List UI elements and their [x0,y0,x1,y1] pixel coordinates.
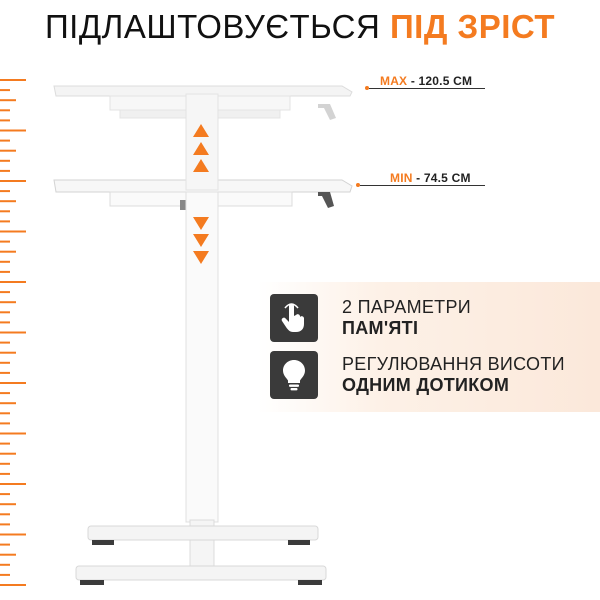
arrow-down-icon [193,251,209,264]
height-ruler [0,79,26,586]
min-height-label: MIN - 74.5 CM [390,171,471,185]
max-underline [369,88,485,89]
min-pointer-dot [356,183,360,187]
arrow-down-icon [193,234,209,247]
min-tag: MIN [390,171,413,185]
feature-memory: 2 ПАРАМЕТРИ ПАМ'ЯТІ [270,294,471,342]
hand-pointer-icon [270,294,318,342]
arrow-up-icon [193,142,209,155]
max-pointer-dot [365,86,369,90]
title-prefix: ПІДЛАШТОВУЄТЬСЯ [44,8,381,45]
max-tag: MAX [380,74,408,88]
arrow-up-icon [193,124,209,137]
feature-one-touch: РЕГУЛЮВАННЯ ВИСОТИ ОДНИМ ДОТИКОМ [270,351,565,399]
desk-feet [75,525,327,585]
max-value: - 120.5 CM [410,74,473,88]
page-title: ПІДЛАШТОВУЄТЬСЯ ПІД ЗРІСТ [0,8,600,46]
feature-memory-line2: ПАМ'ЯТІ [342,318,419,338]
min-underline [360,185,485,186]
feature-one-touch-line2: ОДНИМ ДОТИКОМ [342,375,510,395]
max-height-label: MAX - 120.5 CM [380,74,472,88]
min-value: - 74.5 CM [416,171,471,185]
feature-memory-line1: 2 ПАРАМЕТРИ [342,297,472,317]
title-accent: ПІД ЗРІСТ [389,8,556,45]
arrow-up-icon [193,159,209,172]
lightbulb-icon [270,351,318,399]
feature-one-touch-line1: РЕГУЛЮВАННЯ ВИСОТИ [342,354,565,374]
arrow-down-icon [193,217,209,230]
